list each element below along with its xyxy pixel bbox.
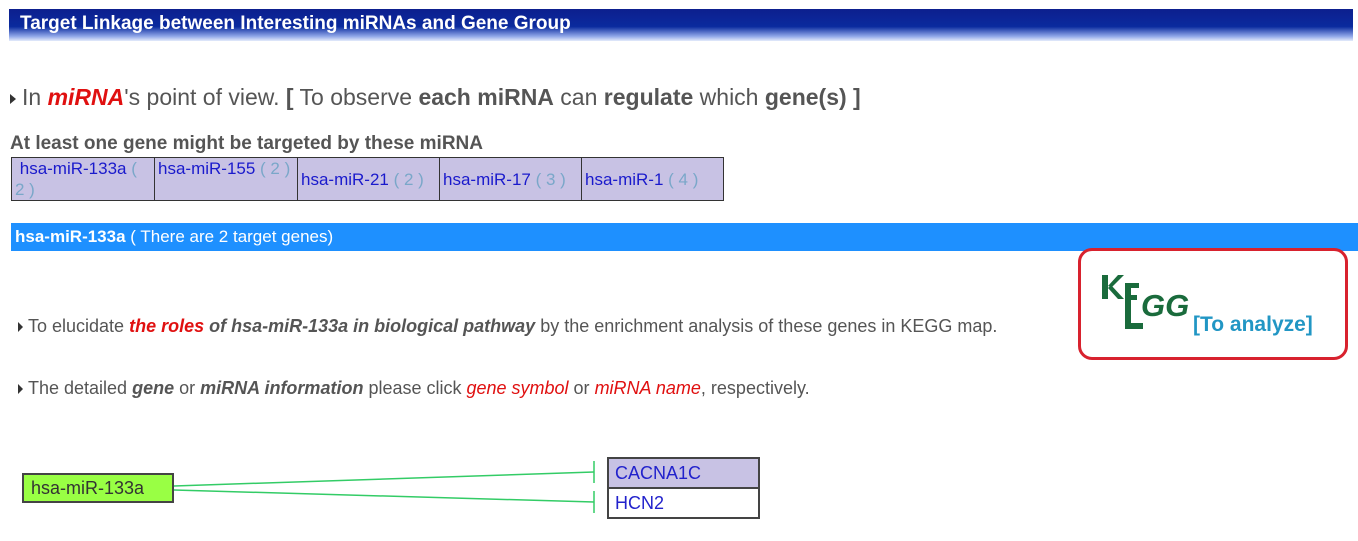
triangle-bullet-icon xyxy=(18,384,23,395)
table-row: CACNA1C xyxy=(607,457,760,489)
pov-text-prefix: In xyxy=(22,84,48,110)
detail-text-4: or xyxy=(568,378,595,398)
mirna-link[interactable]: hsa-miR-155 xyxy=(158,159,256,178)
detail-mirna-name: miRNA name xyxy=(594,378,701,398)
pov-open-bracket: [ xyxy=(285,84,294,110)
pov-text-suffix: 's point of view. xyxy=(124,84,286,110)
network-mirna-label[interactable]: hsa-miR-133a xyxy=(31,478,145,498)
section-title-bar: Target Linkage between Interesting miRNA… xyxy=(9,9,1353,41)
mirna-count: ( 2 ) xyxy=(15,159,137,199)
pov-mirna-word: miRNA xyxy=(47,84,125,110)
selected-mirna-bar: hsa-miR-133a ( There are 2 target genes) xyxy=(11,223,1358,251)
detail-line: The detailed gene or miRNA information p… xyxy=(18,378,810,399)
pov-genes: gene(s) xyxy=(764,84,847,110)
triangle-bullet-icon xyxy=(10,93,16,104)
kegg-logo-icon: GG xyxy=(1102,275,1189,329)
mirna-cell-4[interactable]: hsa-miR-17 ( 3 ) xyxy=(439,157,582,201)
pov-close-bracket: ] xyxy=(846,84,861,110)
pov-text-2: can xyxy=(553,84,604,110)
svg-text:GG: GG xyxy=(1141,288,1189,323)
detail-text-5: , respectively. xyxy=(700,378,810,398)
elucidate-of-mirna: of hsa-miR-133a in biological pathway xyxy=(204,316,536,336)
mirna-list-table: hsa-miR-133a ( 2 ) hsa-miR-155 ( 2 ) hsa… xyxy=(11,157,724,201)
mirna-link[interactable]: hsa-miR-133a xyxy=(19,159,127,178)
mirna-cell-2[interactable]: hsa-miR-155 ( 2 ) xyxy=(154,157,298,201)
mirna-cell-3[interactable]: hsa-miR-21 ( 2 ) xyxy=(297,157,440,201)
mirna-count: ( 2 ) xyxy=(260,159,291,178)
mirna-link[interactable]: hsa-miR-1 xyxy=(585,169,664,189)
elucidate-text-2: by the enrichment analysis of these gene… xyxy=(535,316,998,336)
elucidate-roles: the roles xyxy=(129,316,205,336)
gene-symbol-link[interactable]: HCN2 xyxy=(607,487,760,519)
gene-symbol-link[interactable]: CACNA1C xyxy=(607,457,760,489)
mirna-link[interactable]: hsa-miR-17 xyxy=(443,169,531,189)
to-analyze-link[interactable]: [To analyze] xyxy=(1193,313,1313,336)
mirna-cell-1[interactable]: hsa-miR-133a ( 2 ) xyxy=(11,157,155,201)
pov-text-3: which xyxy=(693,84,765,110)
mirna-point-of-view: In miRNA's point of view. [ To observe e… xyxy=(10,84,861,111)
pov-regulate: regulate xyxy=(603,84,694,110)
mirna-list-heading: At least one gene might be targeted by t… xyxy=(10,133,483,154)
mirna-count: ( 3 ) xyxy=(535,169,566,189)
target-gene-table: CACNA1C HCN2 xyxy=(607,457,760,519)
detail-text-2: or xyxy=(174,378,201,398)
section-title: Target Linkage between Interesting miRNA… xyxy=(20,13,571,34)
link-line xyxy=(173,471,595,487)
mirna-count: ( 2 ) xyxy=(393,169,424,189)
mirna-cell-5[interactable]: hsa-miR-1 ( 4 ) xyxy=(581,157,724,201)
pov-each-mirna: each miRNA xyxy=(418,84,554,110)
table-row: HCN2 xyxy=(607,487,760,519)
kegg-analyze-box[interactable]: GG [To analyze] xyxy=(1078,248,1348,360)
pov-text-1: To observe xyxy=(293,84,419,110)
detail-gene-symbol: gene symbol xyxy=(466,378,569,398)
selected-mirna-info: ( There are 2 target genes) xyxy=(125,227,334,246)
detail-gene: gene xyxy=(132,378,175,398)
mirna-link[interactable]: hsa-miR-21 xyxy=(301,169,389,189)
elucidate-text-1: To elucidate xyxy=(28,316,130,336)
detail-mirna-info: miRNA information xyxy=(200,378,364,398)
detail-text-3: please click xyxy=(363,378,467,398)
link-line xyxy=(173,489,595,503)
elucidate-line: To elucidate the roles of hsa-miR-133a i… xyxy=(18,316,997,337)
selected-mirna-name: hsa-miR-133a xyxy=(15,227,126,246)
network-mirna-node[interactable]: hsa-miR-133a xyxy=(22,473,174,503)
mirna-count: ( 4 ) xyxy=(668,169,699,189)
triangle-bullet-icon xyxy=(18,322,23,333)
detail-text-1: The detailed xyxy=(28,378,133,398)
